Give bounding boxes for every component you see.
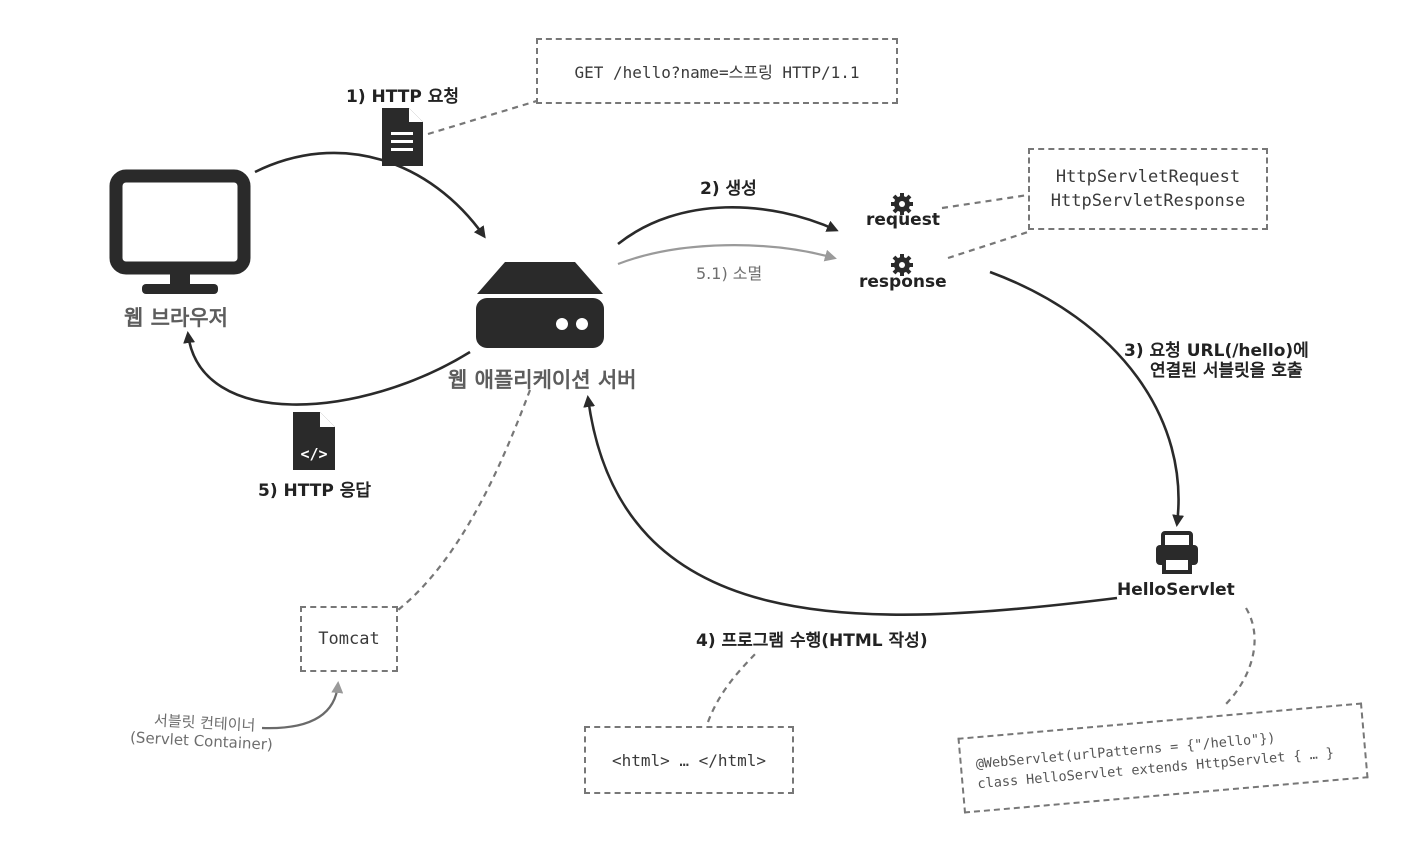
http-request-label: 1) HTTP 요청	[346, 87, 459, 107]
call-servlet-label-line2: 연결된 서블릿을 호출	[1150, 361, 1303, 381]
gear-icon	[891, 254, 913, 276]
arrow-destroy	[617, 244, 837, 266]
arrow-http-request	[254, 151, 486, 239]
web-app-server-label: 웹 애플리케이션 서버	[448, 368, 637, 392]
svg-text:</>: </>	[300, 445, 327, 463]
create-label: 2) 생성	[700, 179, 757, 199]
request-object-label: request	[866, 210, 940, 230]
servlet-icon	[1156, 531, 1198, 574]
http-request-message-box: GET /hello?name=스프링 HTTP/1.1	[536, 38, 898, 104]
arrow-run-program	[583, 395, 1118, 616]
gear-icon	[891, 193, 913, 215]
http-response-label: 5) HTTP 응답	[258, 481, 371, 501]
response-object-label: response	[859, 272, 947, 292]
html-output-box: <html> … </html>	[584, 726, 794, 794]
tomcat-box: Tomcat	[300, 606, 398, 672]
code-file-icon: </>	[293, 412, 335, 470]
web-browser-label: 웹 브라우저	[124, 306, 228, 330]
arrow-servlet-container	[261, 681, 344, 730]
monitor-icon	[109, 169, 251, 294]
destroy-label: 5.1) 소멸	[696, 264, 763, 283]
arrow-call-servlet	[989, 270, 1185, 527]
arrow-http-response	[183, 331, 471, 406]
http-request-message: GET /hello?name=스프링 HTTP/1.1	[574, 63, 860, 82]
hello-servlet-label: HelloServlet	[1117, 580, 1235, 600]
document-icon	[382, 108, 423, 166]
servlet-response-class: HttpServletResponse	[1050, 191, 1246, 211]
arrow-create	[617, 206, 839, 246]
servlet-request-class: HttpServletRequest	[1055, 167, 1241, 187]
server-icon	[476, 262, 604, 348]
run-program-label: 4) 프로그램 수행(HTML 작성)	[696, 631, 928, 651]
html-output-label: <html> … </html>	[611, 750, 767, 770]
servlet-objects-box: HttpServletRequest HttpServletResponse	[1028, 148, 1268, 230]
call-servlet-label-line1: 3) 요청 URL(/hello)에	[1124, 341, 1309, 361]
dashed-connectors	[397, 98, 1256, 723]
tomcat-label: Tomcat	[318, 629, 380, 649]
